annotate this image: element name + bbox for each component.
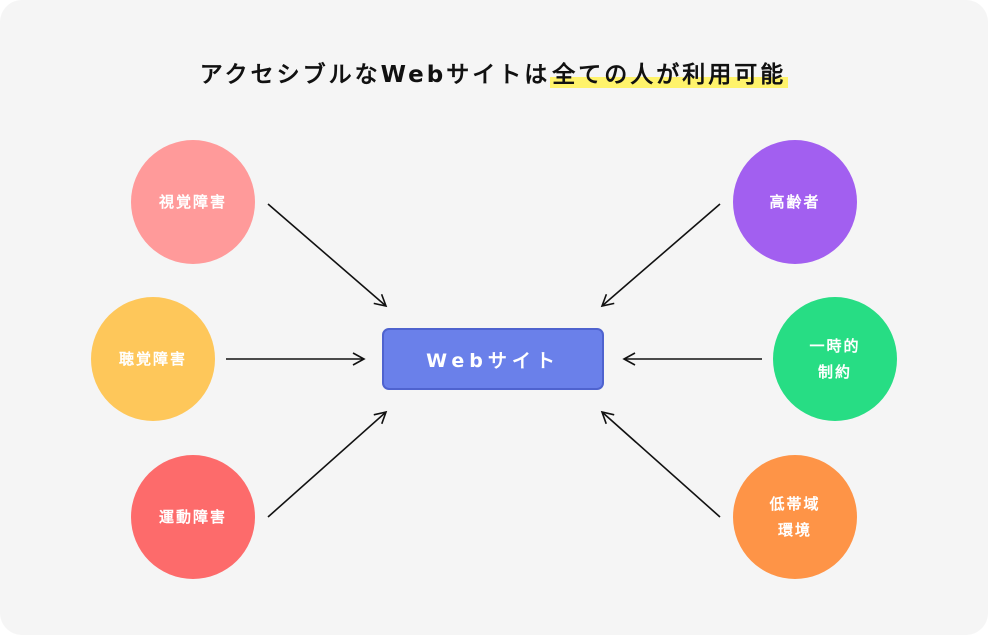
arrow-elderly-to-website (600, 203, 721, 308)
node-temporary-limitation: 一時的 制約 (773, 297, 897, 421)
node-label-line1: 低帯域 (769, 495, 821, 513)
title-text: アクセシブルなWebサイトは (199, 62, 551, 88)
node-visual-impairment: 視覚障害 (131, 140, 255, 264)
node-elderly: 高齢者 (733, 140, 857, 264)
node-label-line2: 環境 (777, 521, 812, 539)
node-label: 運動障害 (158, 508, 227, 526)
arrow-lowbandwidth-to-website (600, 410, 721, 518)
diagram-title: アクセシブルなWebサイトは全ての人が利用可能 (0, 58, 988, 92)
node-label: 聴覚障害 (118, 350, 187, 368)
node-label: 視覚障害 (158, 193, 227, 211)
node-label-line2: 制約 (817, 363, 852, 381)
node-low-bandwidth: 低帯域 環境 (733, 455, 857, 579)
arrow-motor-to-website (267, 410, 388, 518)
node-label: 高齢者 (769, 193, 821, 211)
website-node: Webサイト (382, 328, 604, 390)
title-highlight: 全ての人が利用可能 (550, 62, 789, 88)
arrow-visual-to-website (267, 203, 388, 308)
node-hearing-impairment: 聴覚障害 (91, 297, 215, 421)
node-label-line1: 一時的 (809, 337, 861, 355)
website-node-label: Webサイト (426, 349, 560, 372)
node-motor-impairment: 運動障害 (131, 455, 255, 579)
